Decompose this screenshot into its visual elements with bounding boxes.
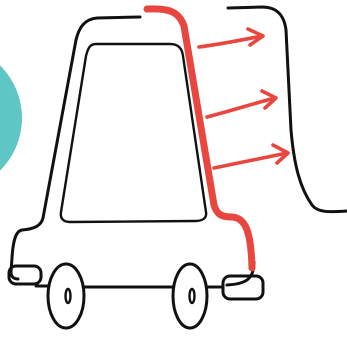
arrow-right-icon bbox=[199, 29, 263, 47]
front-wheel bbox=[48, 264, 84, 328]
windshield bbox=[61, 44, 206, 222]
arrow-right-icon bbox=[207, 91, 276, 117]
arrow-right-icon bbox=[214, 145, 288, 168]
car-body-left-edge bbox=[11, 17, 140, 279]
rear-wheel bbox=[173, 264, 207, 328]
rear-bumper bbox=[223, 276, 263, 299]
teal-circle-decoration bbox=[0, 44, 22, 192]
car-icon bbox=[9, 17, 263, 299]
front-bumper bbox=[9, 266, 41, 284]
